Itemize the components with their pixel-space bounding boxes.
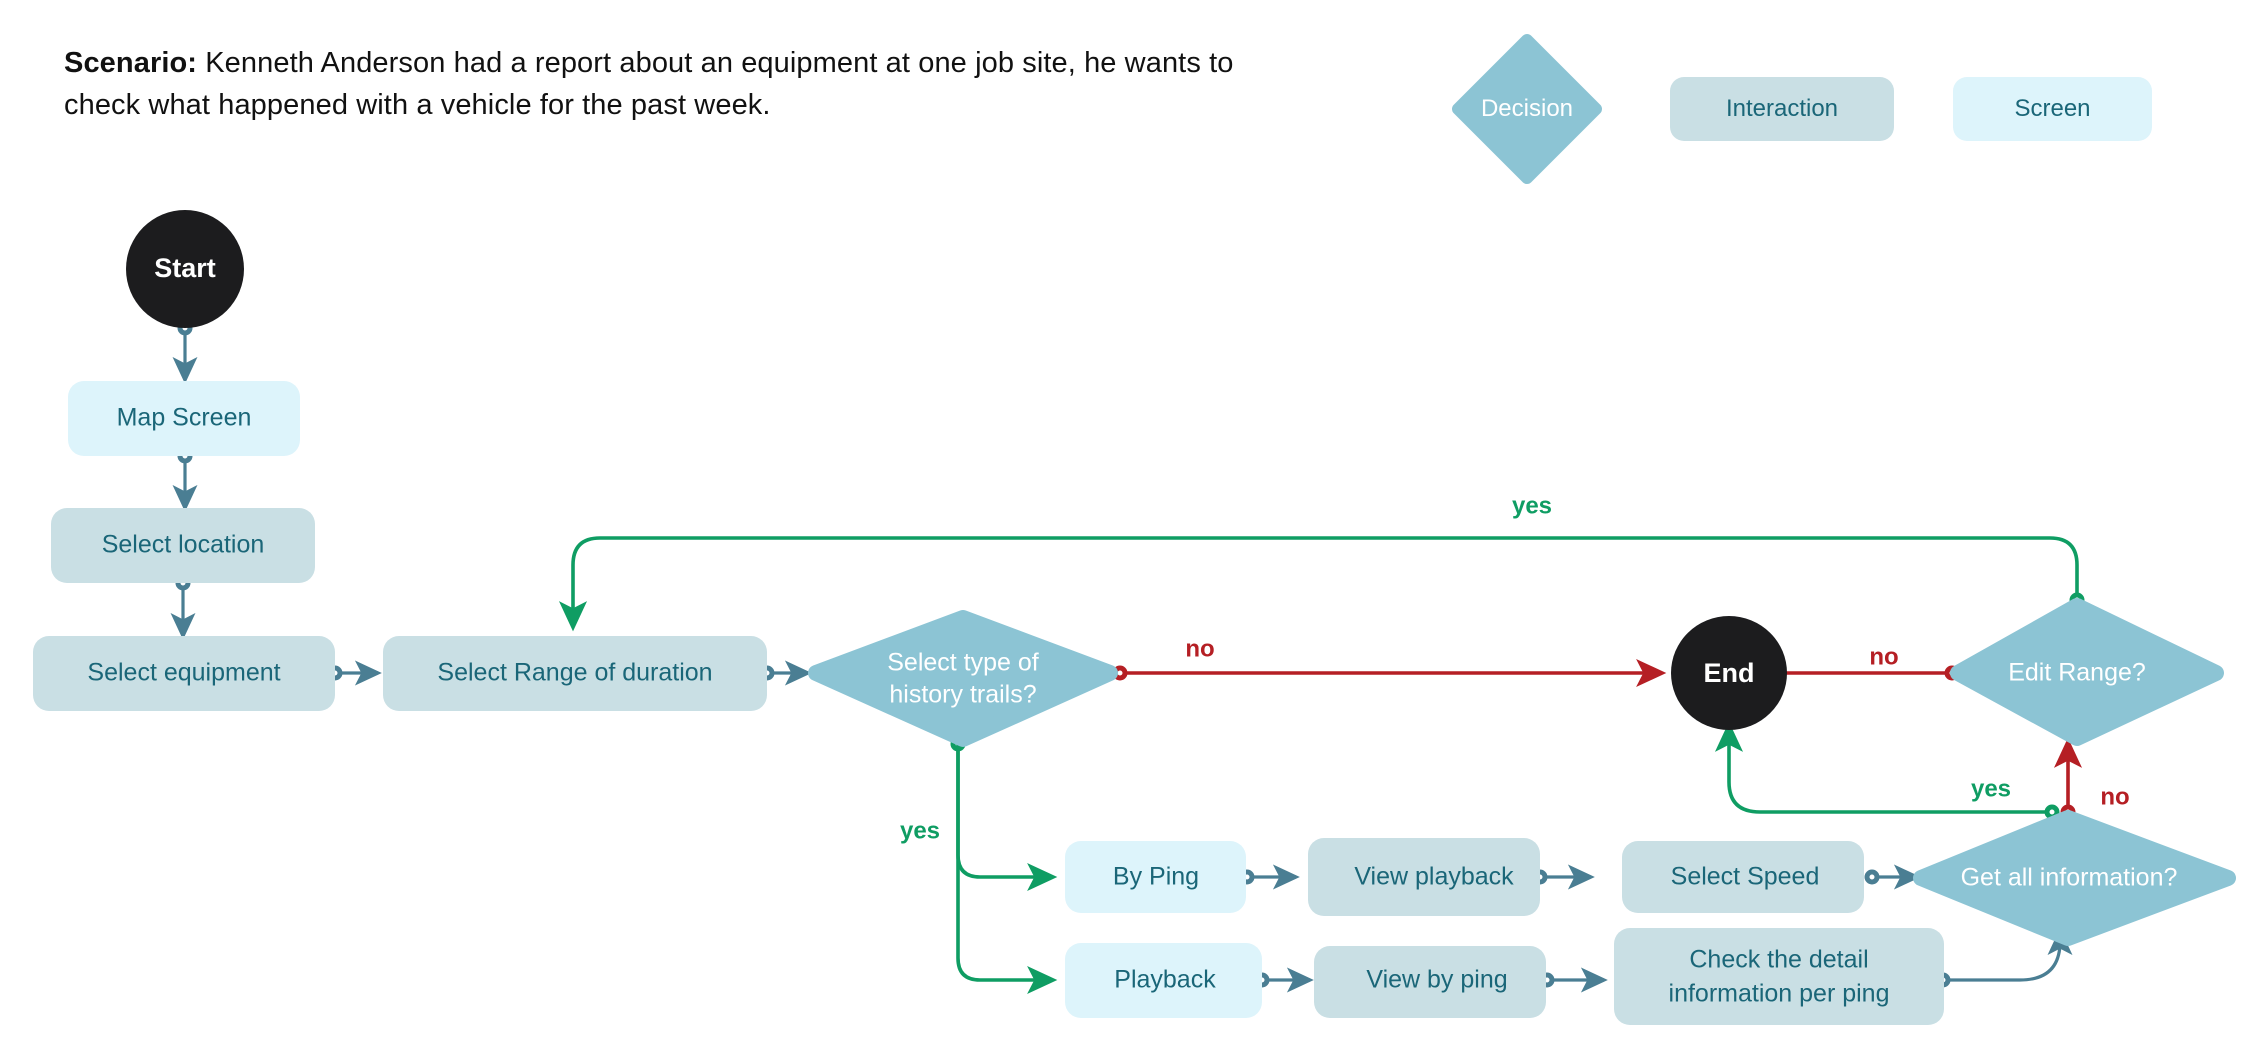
node-label-by-ping: By Ping [1113,863,1199,891]
edge-label-getall-no: no [2100,783,2129,810]
node-label-select-type-line2: history trails? [889,681,1036,709]
edge-type-yes-to-playback [956,744,1058,995]
edge-viewbyping-to-checkdetail [1539,967,1608,993]
node-label-view-playback: View playback [1354,863,1514,891]
edge-label-type-no: no [1185,635,1214,662]
node-label-check-detail-line2: information per ping [1669,980,1890,1008]
edge-type-no-to-end [1112,658,1667,688]
node-by-ping[interactable]: By Ping [1065,841,1246,913]
edge-label-editrange-no: no [1869,643,1898,670]
edge-checkdetail-to-getall [1935,928,2073,988]
decision-diamond-icon [1452,34,1602,184]
edge-playback-to-viewbyping [1254,967,1314,993]
node-view-by-ping[interactable]: View by ping [1314,946,1546,1018]
edge-location-to-equipment [170,575,196,640]
edge-label-editrange-yes: yes [1512,492,1552,519]
legend-label-decision: Decision [1480,95,1574,122]
edge-label-type-yes: yes [900,817,940,844]
node-label-start: Start [154,253,216,283]
node-label-select-type-line1: Select type of [887,649,1039,677]
edge-start-to-map [172,320,198,384]
edge-editrange-yes-to-range [558,536,2085,632]
node-start[interactable]: Start [126,210,244,328]
node-select-location[interactable]: Select location [51,508,315,583]
edge-label-getall-yes: yes [1971,775,2011,802]
node-label-select-speed: Select Speed [1671,863,1820,891]
node-label-end: End [1704,658,1755,688]
node-end[interactable]: End [1671,616,1787,730]
node-select-speed[interactable]: Select Speed [1622,841,1864,913]
node-label-get-all-information: Get all information? [1961,864,2178,892]
edge-viewplayback-to-selectspeed [1532,864,1595,890]
node-view-playback[interactable]: View playback [1308,838,1540,916]
node-playback[interactable]: Playback [1065,943,1262,1018]
node-label-map-screen: Map Screen [117,404,252,432]
node-label-playback: Playback [1114,966,1216,994]
edge-equipment-to-range [327,660,382,686]
node-check-detail-information-per-ping[interactable]: Check the detail information per ping [1614,928,1944,1025]
scenario-body-text: Kenneth Anderson had a report about an e… [64,47,1234,122]
node-label-view-by-ping: View by ping [1366,966,1507,994]
node-edit-range[interactable]: Edit Range? [1950,598,2224,746]
edge-map-to-location [172,448,198,512]
legend-item-interaction: Interaction [1670,77,1894,141]
node-label-edit-range: Edit Range? [2008,659,2146,687]
node-label-select-range: Select Range of duration [437,659,712,687]
edge-selectspeed-to-getall [1864,864,1921,890]
node-select-range-of-duration[interactable]: Select Range of duration [383,636,767,711]
legend: Decision Interaction Screen [1452,30,2242,190]
node-get-all-information[interactable]: Get all information? [1913,810,2236,946]
edge-type-yes-to-byping [950,736,1058,892]
edge-range-to-type [759,660,812,686]
node-label-select-equipment: Select equipment [87,659,280,687]
node-select-type-of-history-trails[interactable]: Select type of history trails? [808,610,1118,747]
scenario-lead-label: Scenario: [64,47,198,79]
legend-label-screen: Screen [2014,95,2091,122]
node-label-select-location: Select location [102,531,265,559]
legend-item-screen: Screen [1953,77,2152,141]
node-select-equipment[interactable]: Select equipment [33,636,335,711]
edge-getall-no-to-editrange [2053,737,2083,820]
scenario-description: Scenario: Kenneth Anderson had a report … [64,42,1294,126]
node-label-check-detail-line1: Check the detail [1689,946,1868,974]
node-map-screen[interactable]: Map Screen [68,381,300,456]
legend-item-decision: Decision [1452,34,1602,184]
edge-byping-to-viewplayback [1239,864,1300,890]
legend-label-interaction: Interaction [1725,95,1839,122]
edge-getall-yes-to-end [1714,721,2060,820]
